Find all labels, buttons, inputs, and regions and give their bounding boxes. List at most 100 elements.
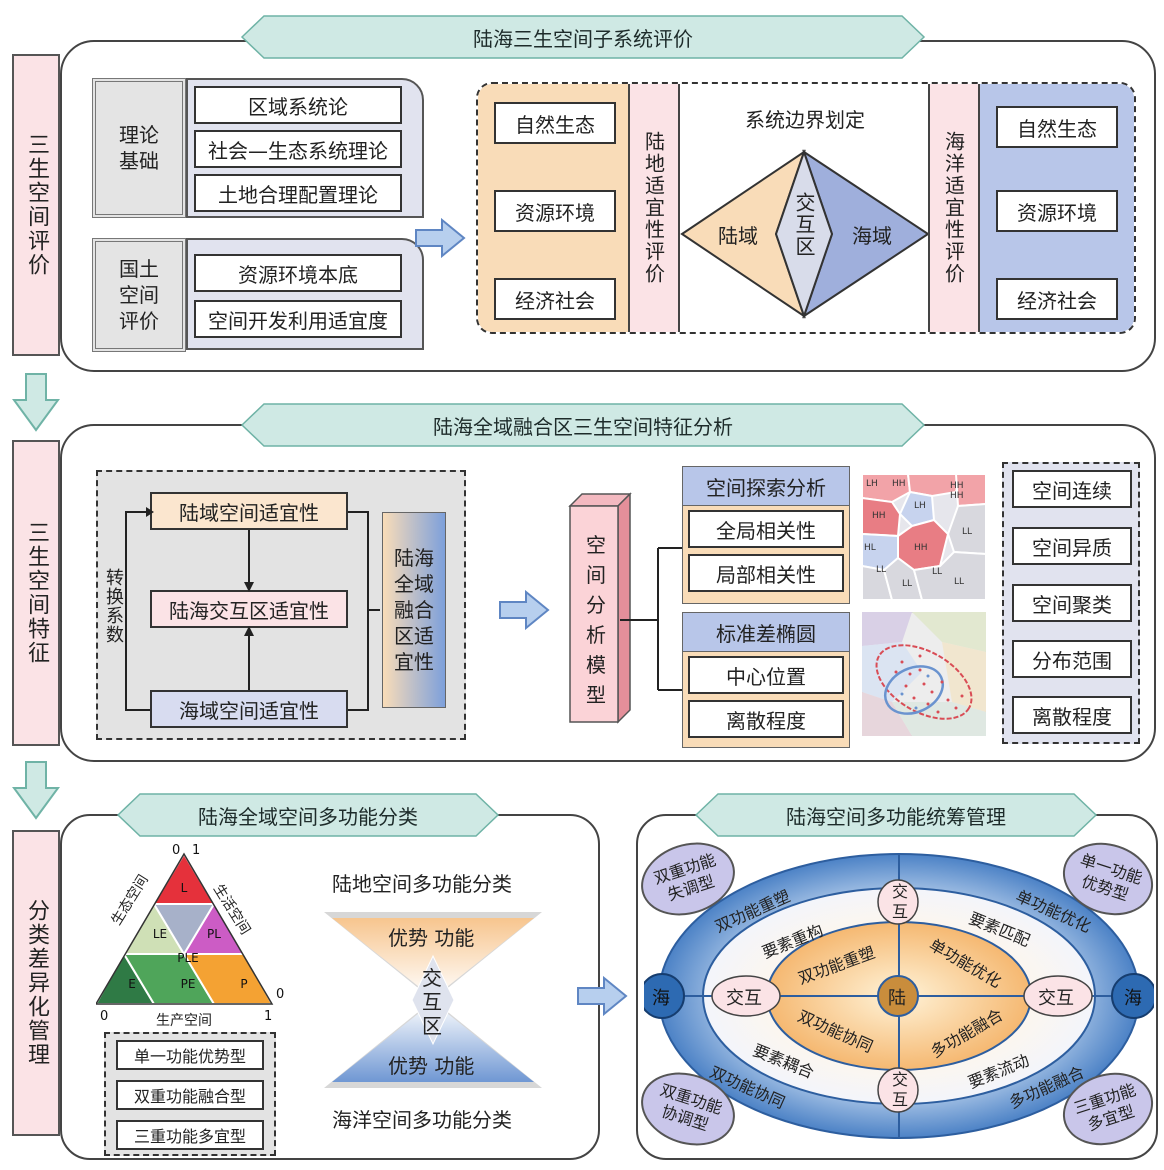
banner-classification-title: 陆海全域空间多功能分类 [198,804,418,829]
flow-land: 陆域空间适宜性 [150,492,348,530]
ternary-cell-label: P [240,977,247,991]
model-label: 空间分析模型 [586,533,606,707]
land-item: 经济社会 [494,278,616,320]
sidebar-features: 三生空间特征 [12,440,60,746]
theory-item: 区域系统论 [194,86,402,124]
land-item: 自然生态 [494,102,616,144]
feature-item: 空间连续 [1012,470,1132,508]
jiaohu-top-label: 交互 [891,882,908,921]
diamond-middle-label: 交互区 [792,192,816,258]
map-label: HH [872,511,886,521]
sea-right-label: 海 [1124,988,1142,1009]
ternary-cell-label: LE [153,927,167,941]
lisa-map-image: LH HH LH HH HH HH LL HL HH LL LL LL LL [862,474,986,600]
sea-item: 自然生态 [996,106,1118,148]
ellipse-title: 标准差椭圆 [682,612,850,652]
type-item: 单一功能优势型 [116,1040,264,1070]
banner-management: 陆海空间多功能统筹管理 [674,792,1118,838]
explore-item: 全局相关性 [688,510,844,548]
right-arrow-icon [499,590,550,630]
boundary-title: 系统边界划定 [745,108,865,132]
land-eval-label: 国土空间评价 [119,257,159,333]
conversion-coef-label: 转换系数 [103,568,124,644]
banner-classification: 陆海全域空间多功能分类 [96,792,520,838]
map-label: LH [866,479,878,489]
banner-features: 陆海全域融合区三生空间特征分析 [220,402,946,448]
map-label: LL [932,567,942,577]
merge-suitability-box: 陆海全域融合区适宜性 [382,512,446,708]
ternary-triangle: L LE PL PLE E PE P 0 1 1 0 0 1 [96,843,284,1022]
sea-item: 资源环境 [996,190,1118,232]
hourglass-graphic [324,912,542,1088]
hourglass-top-label: 优势 功能 [388,926,475,950]
ternary-cell-label: PE [181,977,196,991]
sidebar-evaluation: 三生空间评价 [12,54,60,356]
theory-label-box: 理论基础 [92,78,186,218]
sea-multi-title: 海洋空间多功能分类 [332,1108,512,1132]
type-item: 双重功能融合型 [116,1080,264,1110]
ternary-tick: 0 [172,843,180,858]
diamond-sea-label: 海域 [852,224,892,248]
sde-map-image [862,612,986,736]
land-eval-item: 资源环境本底 [194,254,402,292]
ternary-cell-label: E [128,977,136,991]
feature-item: 空间异质 [1012,527,1132,565]
explore-item: 局部相关性 [688,554,844,592]
theory-item: 土地合理配置理论 [194,174,402,212]
ternary-bottom-axis: 生产空间 [156,1013,212,1029]
land-item: 资源环境 [494,190,616,232]
hourglass-mid-label: 交互区 [422,966,442,1038]
hourglass-bottom-label: 优势 功能 [388,1054,475,1078]
explore-title: 空间探索分析 [682,466,850,506]
feature-item: 离散程度 [1012,696,1132,734]
center-land-label: 陆 [888,988,906,1009]
sea-left-label: 海 [652,988,670,1009]
map-label: LL [902,579,912,589]
map-label: HH [914,543,928,553]
flow-connectors [125,507,380,711]
map-label: LL [876,565,886,575]
right-arrow-icon [415,218,466,258]
management-ellipse [644,853,1154,1139]
map-label: LH [914,501,926,511]
ellipse-item: 中心位置 [688,656,844,694]
sea-item: 经济社会 [996,278,1118,320]
sidebar-management: 分类差异化管理 [12,830,60,1136]
sidebar-features-label: 三生空间特征 [24,521,49,665]
map-label: HH [950,491,964,501]
ternary-tick: 1 [192,843,200,858]
jiaohu-bottom-label: 交互 [891,1070,908,1109]
banner-shape [116,793,500,837]
theory-label: 理论基础 [119,123,159,173]
type-item: 三重功能多宜型 [116,1120,264,1150]
ternary-tick: 1 [264,1009,272,1022]
feature-item: 空间聚类 [1012,584,1132,622]
map-label: LL [962,527,972,537]
ellipse-item: 离散程度 [688,700,844,738]
banner-subsystem-title: 陆海三生空间子系统评价 [473,26,693,51]
sidebar-evaluation-label: 三生空间评价 [24,133,49,277]
banner-shape [240,403,926,447]
ternary-cell-label: PLE [177,951,199,965]
jiaohu-left-label: 交互 [726,988,762,1009]
land-multi-title: 陆地空间多功能分类 [332,872,512,896]
model-connectors [620,547,684,691]
flow-sea: 海域空间适宜性 [150,690,348,728]
ternary-tick: 0 [100,1009,108,1022]
banner-subsystem: 陆海三生空间子系统评价 [220,14,946,60]
banner-management-title: 陆海空间多功能统筹管理 [786,804,1006,829]
suitability-frame [476,82,1136,334]
jiaohu-right-label: 交互 [1038,988,1074,1009]
map-label: HH [892,479,906,489]
map-label: HH [950,481,964,491]
land-suitability-bar: 陆地适宜性评价 [628,84,680,332]
theory-item: 社会—生态系统理论 [194,130,402,168]
banner-shape [240,15,926,59]
boundary-diamond [680,148,930,320]
diamond-land-label: 陆域 [718,224,758,248]
land-eval-label-box: 国土空间评价 [92,238,186,352]
feature-item: 分布范围 [1012,640,1132,678]
banner-features-title: 陆海全域融合区三生空间特征分析 [433,414,733,439]
down-arrow-icon [12,761,60,820]
map-label: HL [864,543,876,553]
